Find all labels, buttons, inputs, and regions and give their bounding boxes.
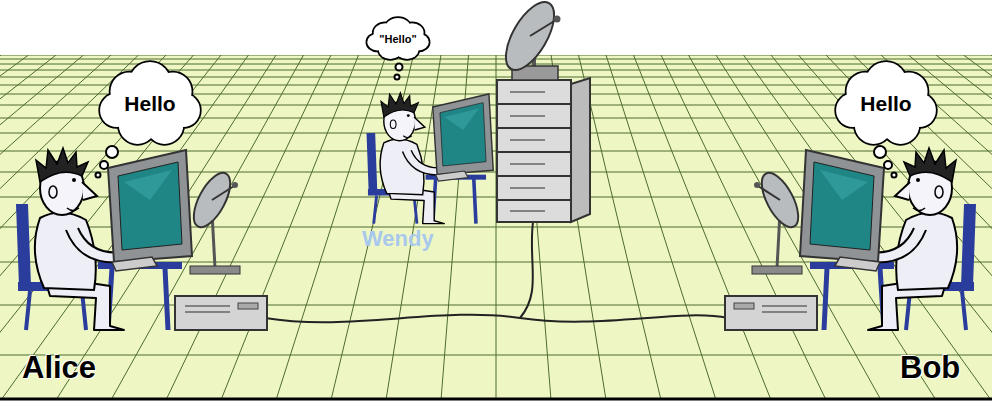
bubble-text-area: Hello	[834, 62, 938, 146]
thought-text: Hello	[124, 92, 175, 115]
cloud-fill	[367, 18, 428, 59]
bubble-text-area: Hello	[98, 62, 202, 146]
person-name: Alice	[22, 350, 96, 386]
network-cable	[265, 315, 728, 323]
alice-station	[16, 148, 267, 330]
grid-floor	[0, 55, 992, 400]
server-tower	[571, 78, 590, 222]
cloud-stroke	[100, 62, 200, 144]
thought-trail	[396, 64, 403, 71]
alice-station	[16, 148, 192, 330]
thought-trail	[106, 146, 118, 158]
server-tower	[510, 92, 545, 211]
server-tower	[497, 78, 590, 222]
cloud-lobe	[123, 79, 177, 134]
thought-bubble: Hello	[98, 62, 202, 146]
thought-text: "Hello"	[379, 33, 416, 45]
grid-floor	[0, 55, 992, 400]
bob-station	[725, 296, 817, 330]
cloud-lobe	[123, 79, 177, 134]
network-cable	[520, 222, 533, 318]
wendy-station	[367, 93, 494, 224]
bubble-text-area: "Hello"	[366, 18, 430, 60]
thought-trail	[96, 64, 897, 178]
server-dish	[496, 0, 563, 77]
thought-trail	[874, 146, 886, 158]
bob-station	[800, 148, 976, 330]
thought-bubble: Hello	[834, 62, 938, 146]
alice-station	[175, 296, 267, 330]
thought-text: Hello	[860, 92, 911, 115]
thought-trail	[100, 161, 108, 169]
grid-floor	[0, 55, 992, 400]
person-name: Wendy	[362, 226, 434, 252]
grid-floor	[0, 55, 992, 355]
server-dish	[554, 16, 561, 23]
cloud-lobe	[859, 79, 913, 134]
thought-bubble: "Hello"	[366, 18, 430, 60]
thought-trail	[395, 75, 400, 80]
bob-station	[752, 167, 806, 274]
thought-trail	[96, 173, 101, 178]
network-cable	[265, 222, 728, 322]
bob-station	[725, 148, 976, 330]
cloud-fill	[836, 62, 936, 144]
wendy-station	[367, 93, 494, 224]
thought-trail	[892, 173, 897, 178]
person-name: Bob	[900, 350, 960, 386]
cloud-stroke	[367, 18, 428, 59]
alice-station	[186, 167, 240, 274]
cloud-lobe	[859, 79, 913, 134]
server-dish	[496, 0, 563, 80]
server-dish	[530, 20, 556, 36]
thought-trail	[884, 161, 892, 169]
cloud-fill	[100, 62, 200, 144]
cloud-stroke	[836, 62, 936, 144]
grid-floor	[0, 398, 992, 401]
